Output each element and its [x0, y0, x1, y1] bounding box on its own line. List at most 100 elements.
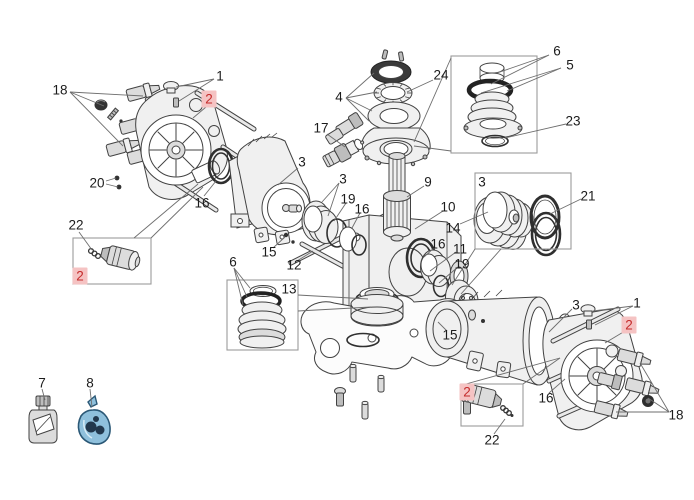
part-label: 22 [484, 433, 499, 448]
part-label: 3 [339, 172, 347, 187]
leader-line [413, 57, 452, 143]
small-screws [114, 175, 122, 190]
part-label: 11 [453, 242, 467, 257]
part-label: 3 [298, 155, 306, 170]
part-label: 15 [261, 245, 276, 260]
parts-artwork [28, 49, 660, 445]
pump-head-right [542, 304, 643, 431]
fasteners [334, 363, 473, 420]
valve-pin-left [173, 97, 179, 108]
leader-line [78, 231, 93, 251]
part-label: 1 [633, 296, 641, 311]
part-label: 16 [194, 196, 209, 211]
leader-line [437, 321, 448, 332]
leader-line [504, 123, 567, 139]
part-label: 7 [38, 376, 46, 391]
part-label-highlight-bg [621, 316, 637, 334]
part-label: 15 [442, 328, 457, 343]
oil-bottle [28, 395, 58, 444]
leader-line [345, 97, 373, 112]
detail-box [226, 279, 299, 351]
part-label: 4 [335, 90, 343, 105]
part-label: 16 [430, 237, 445, 252]
leader-line [178, 78, 215, 102]
leader-line [327, 182, 340, 217]
leader-line [414, 210, 444, 230]
leader-line [490, 54, 550, 85]
part-label: 5 [566, 58, 574, 73]
leader-line [460, 248, 502, 295]
leader-line [548, 378, 566, 394]
leader-line [496, 54, 550, 74]
detail-bellows-top [463, 62, 523, 148]
leader-line [345, 72, 375, 99]
part-label-highlighted: 2 [205, 92, 213, 107]
detail-box [474, 172, 572, 250]
leader-line [233, 267, 248, 298]
part-label: 3 [478, 175, 486, 190]
part-label-highlight-bg [72, 267, 88, 285]
detail-box [450, 55, 538, 154]
leader-line [493, 418, 506, 435]
part-label: 10 [440, 200, 455, 215]
drive-shaft [383, 152, 411, 242]
part-label: 6 [553, 44, 561, 59]
part-label-highlight-bg [459, 383, 475, 401]
leader-line [89, 388, 93, 408]
detail-box [72, 237, 152, 285]
part-label: 24 [433, 68, 449, 83]
thermal-valve-fitting [322, 138, 365, 168]
leader-line [406, 185, 425, 198]
leader-line [480, 67, 562, 94]
part-label: 19 [454, 257, 469, 272]
leader-line [69, 91, 105, 107]
spoked-wheel-left [149, 123, 203, 177]
part-label: 23 [565, 114, 580, 129]
leader-line [548, 308, 573, 333]
part-label: 1 [216, 69, 224, 84]
part-label: 19 [340, 192, 355, 207]
spoked-wheel-right [569, 348, 625, 404]
detail-box [460, 383, 524, 427]
leader-line [297, 306, 372, 312]
part-label: 17 [313, 121, 328, 136]
leader-line [326, 133, 346, 148]
part-label-highlighted: 2 [625, 318, 633, 333]
leader-line [69, 91, 124, 147]
top-flange-assembly [325, 49, 431, 167]
leader-line [233, 267, 251, 289]
part-label-highlighted: 2 [76, 269, 84, 284]
leader-line [203, 180, 217, 197]
leader-line [406, 79, 434, 93]
leader-line [451, 248, 476, 286]
leader-line [233, 267, 244, 306]
part-label: 18 [668, 408, 683, 423]
part-label: 16 [354, 202, 369, 217]
crankcase-cover-left [228, 132, 311, 246]
part-label-highlighted: 2 [463, 385, 471, 400]
part-label-highlight-bg [201, 90, 217, 108]
leader-line [345, 91, 378, 99]
leader-line [423, 246, 436, 258]
seal-stack-left [283, 200, 367, 256]
leader-line [297, 294, 369, 300]
leader-line [133, 183, 199, 239]
leader-line [150, 186, 204, 239]
part-label: 3 [572, 298, 580, 313]
part-label: 14 [445, 221, 461, 236]
part-label: 12 [286, 258, 301, 273]
leader-line [192, 106, 207, 119]
leader-line [41, 388, 46, 401]
part-label: 16 [538, 391, 553, 406]
toothed-ring-ticks [374, 82, 412, 104]
leader-line [639, 362, 670, 413]
leader-line [506, 67, 562, 92]
leader-line [175, 78, 215, 88]
leader-line [277, 167, 299, 186]
detail-bellows-bottom [237, 285, 287, 349]
valve-pin-right [586, 319, 592, 330]
leader-line [272, 236, 286, 249]
part-label: 18 [52, 83, 67, 98]
